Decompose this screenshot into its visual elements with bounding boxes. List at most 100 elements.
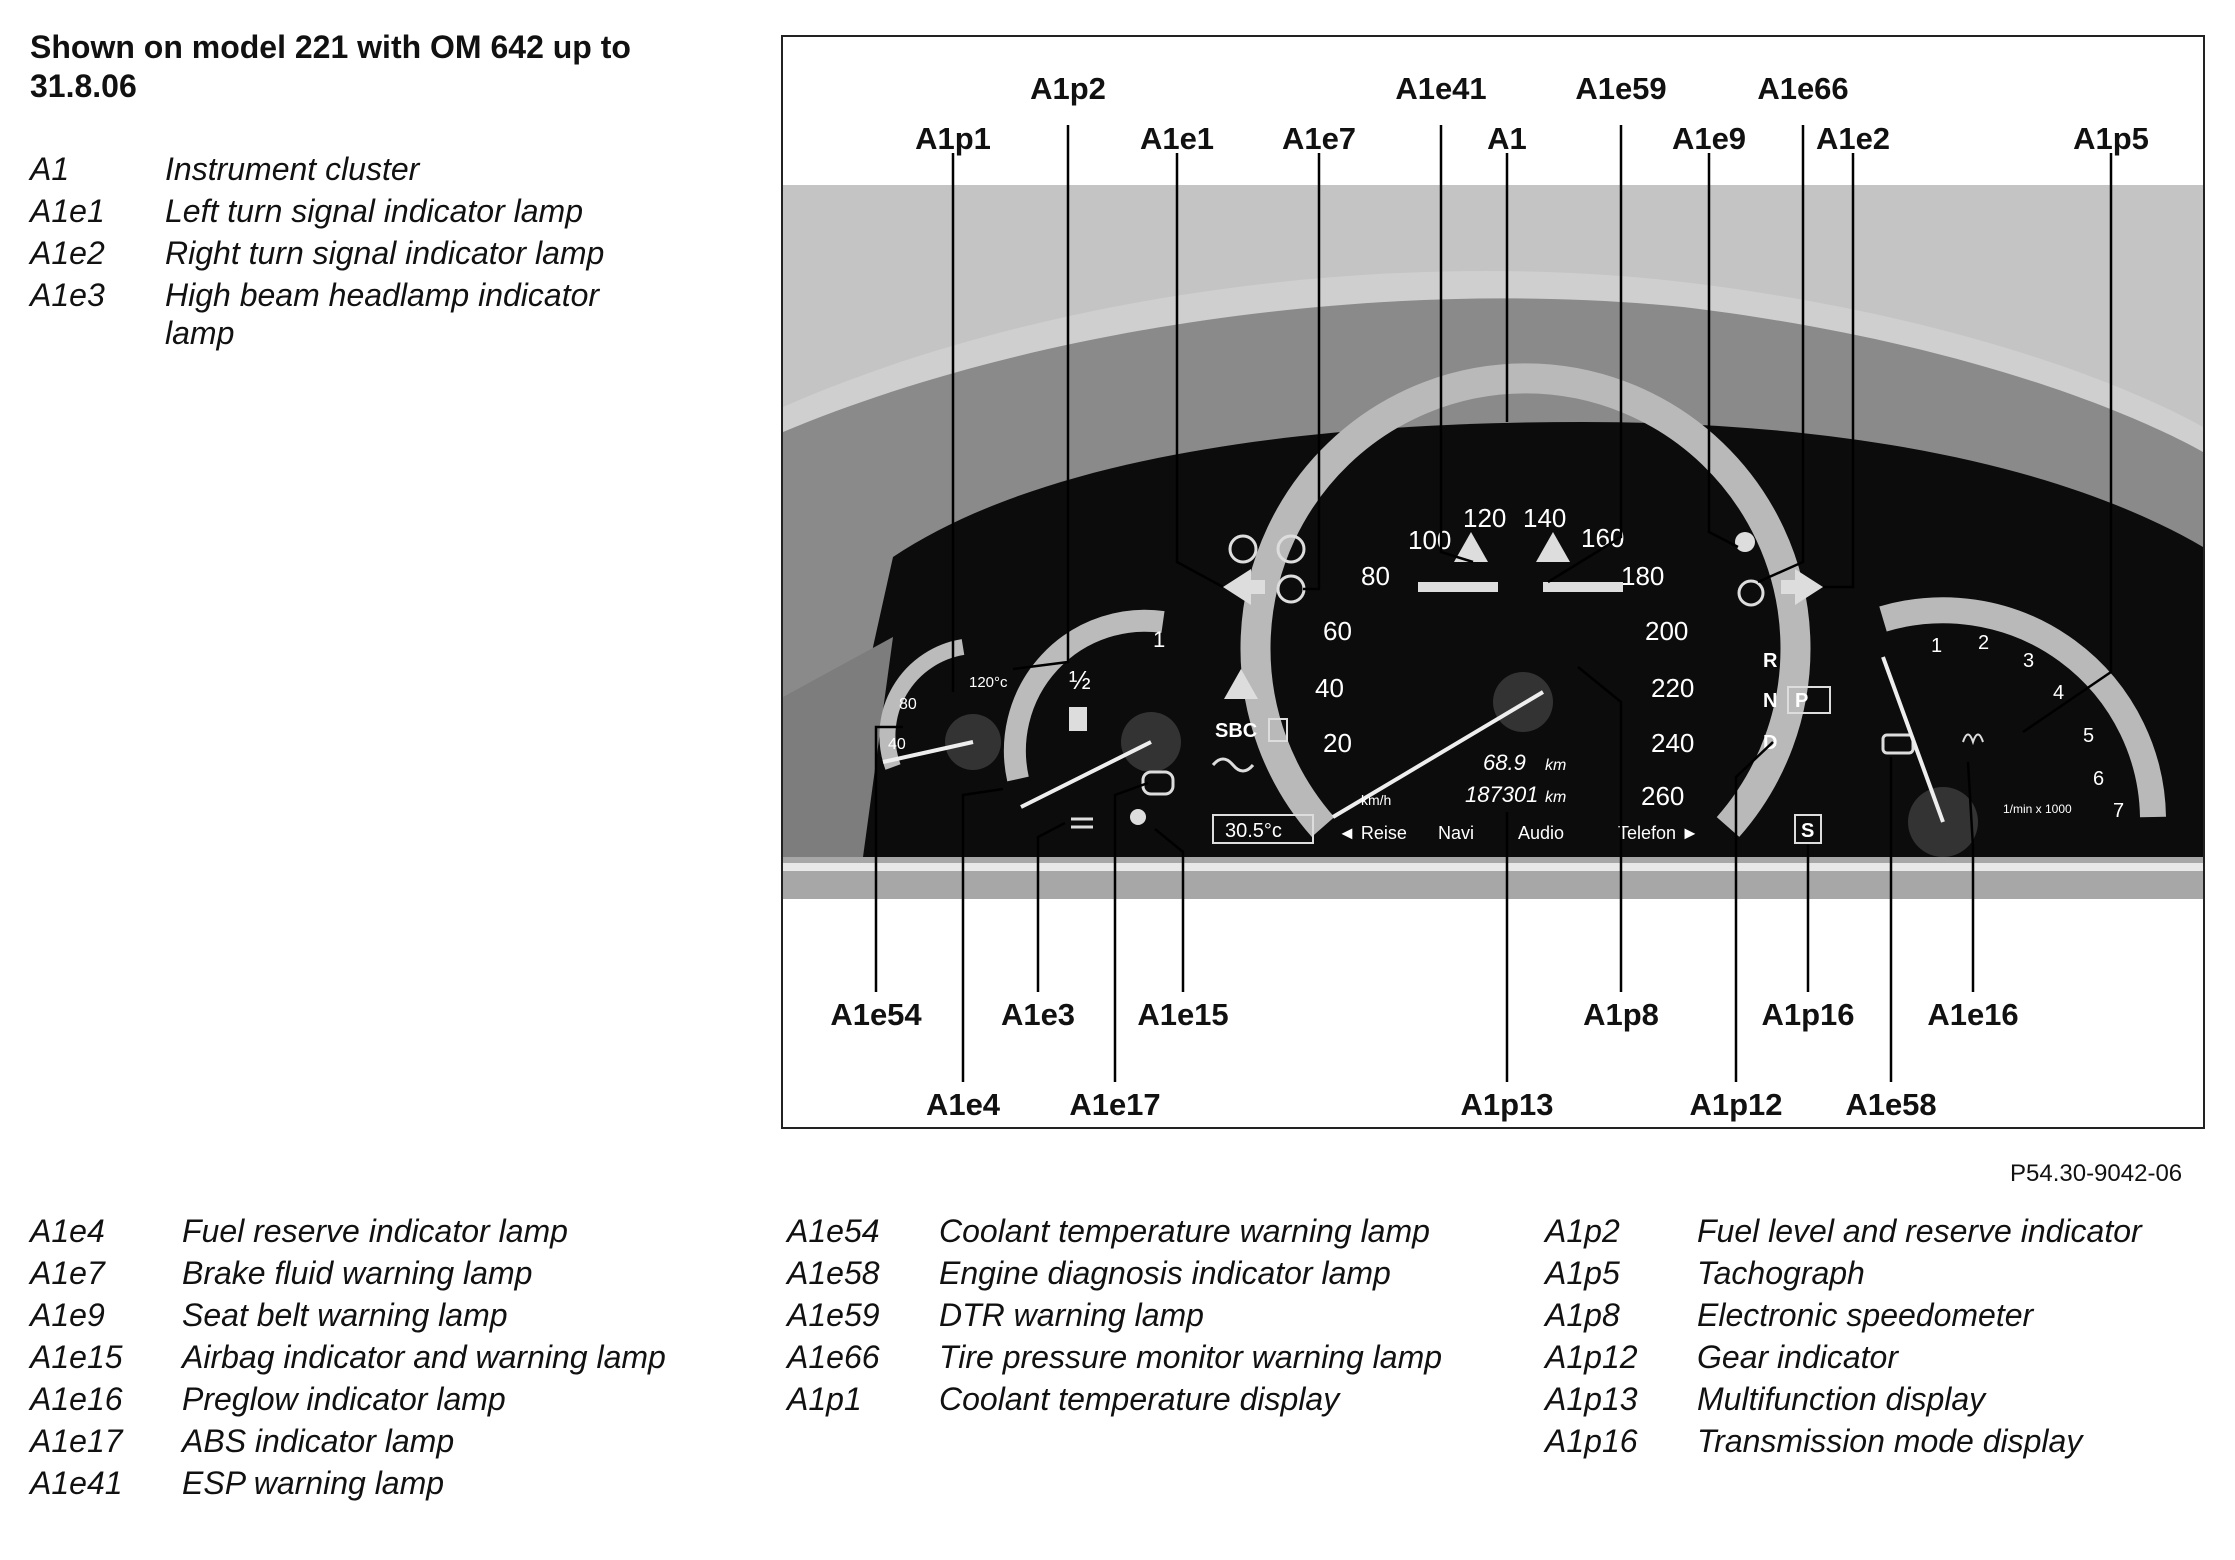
- speed-tick: 100: [1408, 525, 1451, 555]
- legend-description: Tire pressure monitor warning lamp: [939, 1339, 1443, 1375]
- speed-tick: 220: [1651, 673, 1694, 703]
- callout-a1p1: A1p1: [915, 121, 991, 156]
- outside-temp: 30.5°c: [1225, 820, 1282, 842]
- callout-a1p2: A1p2: [1030, 71, 1106, 106]
- callout-a1e7: A1e7: [1282, 121, 1356, 156]
- coolant-tick: 40: [888, 736, 906, 753]
- legend-description: Right turn signal indicator lamp: [165, 235, 605, 271]
- speed-tick: 120: [1463, 503, 1506, 533]
- legend-code: A1p12: [1545, 1339, 1638, 1375]
- legend-code: A1e41: [30, 1465, 123, 1501]
- legend-entry: A1e2 Right turn signal indicator lamp: [30, 232, 650, 274]
- tire-pressure-icon: [1737, 579, 1765, 607]
- callout-a1e1: A1e1: [1140, 121, 1214, 156]
- instrument-cluster-figure: 120°c 80 40 1 ½ 20 40 60 80 100 120 140 …: [781, 35, 2205, 1129]
- right-turn-arrow-icon: [1781, 569, 1823, 605]
- speed-tick: 40: [1315, 673, 1344, 703]
- tach-arc: [1879, 597, 2166, 818]
- fuel-pump-icon: [1069, 707, 1087, 731]
- tach-tick: 6: [2093, 768, 2104, 790]
- high-beam-icon: [1071, 817, 1093, 829]
- legend-description: Electronic speedometer: [1697, 1297, 2034, 1333]
- dash-upper-band: [783, 185, 2203, 427]
- tach-tick: 2: [1978, 632, 1989, 654]
- legend-description: Airbag indicator and warning lamp: [182, 1339, 666, 1375]
- esp-off-icon: [1224, 669, 1258, 699]
- legend-code: A1p8: [1545, 1297, 1620, 1333]
- callout-a1e66: A1e66: [1757, 71, 1848, 106]
- callout-a1e59: A1e59: [1575, 71, 1666, 106]
- airbag-icon: [1130, 809, 1146, 825]
- coolant-tick: 120°c: [969, 674, 1008, 691]
- speed-tick: 80: [1361, 561, 1390, 591]
- speed-tick: 180: [1621, 561, 1664, 591]
- legend-entry: A1e17 ABS indicator lamp: [30, 1420, 720, 1462]
- legend-code: A1e2: [30, 235, 105, 271]
- callout-a1p12: A1p12: [1689, 1087, 1782, 1122]
- legend-code: A1e59: [787, 1297, 880, 1333]
- legend-description: Seat belt warning lamp: [182, 1297, 508, 1333]
- legend-code: A1e17: [30, 1423, 123, 1459]
- fuel-gauge: 1 ½: [1003, 609, 1181, 809]
- figure-reference: P54.30-9042-06: [2010, 1160, 2183, 1187]
- speed-tick: 240: [1651, 728, 1694, 758]
- callout-a1p8: A1p8: [1583, 997, 1659, 1032]
- legend-entry: A1p8 Electronic speedometer: [1545, 1294, 2225, 1336]
- legend-description: Coolant temperature display: [939, 1381, 1340, 1417]
- left-trim: [783, 637, 893, 877]
- gear-n: N: [1763, 690, 1777, 712]
- callout-a1e15: A1e15: [1137, 997, 1228, 1032]
- legend-description: Instrument cluster: [165, 151, 420, 187]
- legend-description: Fuel level and reserve indicator: [1697, 1213, 2142, 1249]
- tach-unit: 1/min x 1000: [2003, 802, 2072, 816]
- dtr-bar: [1543, 582, 1623, 592]
- speed-tick: 140: [1523, 503, 1566, 533]
- legend-code: A1e16: [30, 1381, 123, 1417]
- odometer-unit: km: [1545, 789, 1566, 806]
- outside-temp-box: [1212, 814, 1314, 844]
- sbc-icon: [1268, 718, 1288, 742]
- bottom-trim-highlight: [783, 863, 2203, 871]
- brake-warning-icon: [1228, 534, 1258, 564]
- tach-tick: 5: [2083, 725, 2094, 747]
- sbc-label: SBC: [1215, 720, 1257, 742]
- esp-warning-icon: [1454, 532, 1488, 562]
- legend-entry: A1e9 Seat belt warning lamp: [30, 1294, 720, 1336]
- menu-item-audio: Audio: [1518, 823, 1564, 843]
- speed-tick: 260: [1641, 781, 1684, 811]
- dtr-warning-icon: [1536, 532, 1570, 562]
- legend-description: ABS indicator lamp: [182, 1423, 455, 1459]
- callout-a1e3: A1e3: [1001, 997, 1075, 1032]
- callout-a1e4: A1e4: [926, 1087, 1001, 1122]
- callout-a1e41: A1e41: [1395, 71, 1486, 106]
- gear-r: R: [1763, 650, 1778, 672]
- trip-value: 68.9: [1483, 750, 1526, 775]
- speed-tick: 20: [1323, 728, 1352, 758]
- callout-leaders: [874, 125, 2113, 1082]
- park-brake-icon: [1276, 534, 1306, 564]
- callout-a1e16: A1e16: [1927, 997, 2018, 1032]
- callout-a1e58: A1e58: [1845, 1087, 1936, 1122]
- speed-unit: km/h: [1361, 792, 1391, 808]
- speed-arc: [1240, 363, 1811, 837]
- gear-p: P: [1795, 690, 1808, 712]
- preglow-icon: [1962, 733, 1984, 746]
- tach-tick: 1: [1931, 635, 1942, 657]
- legend-description: DTR warning lamp: [939, 1297, 1204, 1333]
- legend-code: A1e9: [30, 1297, 105, 1333]
- legend-code: A1: [30, 151, 70, 187]
- tach-needle: [1881, 656, 1945, 823]
- legend-description: Transmission mode display: [1697, 1423, 2083, 1459]
- legend-code: A1e1: [30, 193, 105, 229]
